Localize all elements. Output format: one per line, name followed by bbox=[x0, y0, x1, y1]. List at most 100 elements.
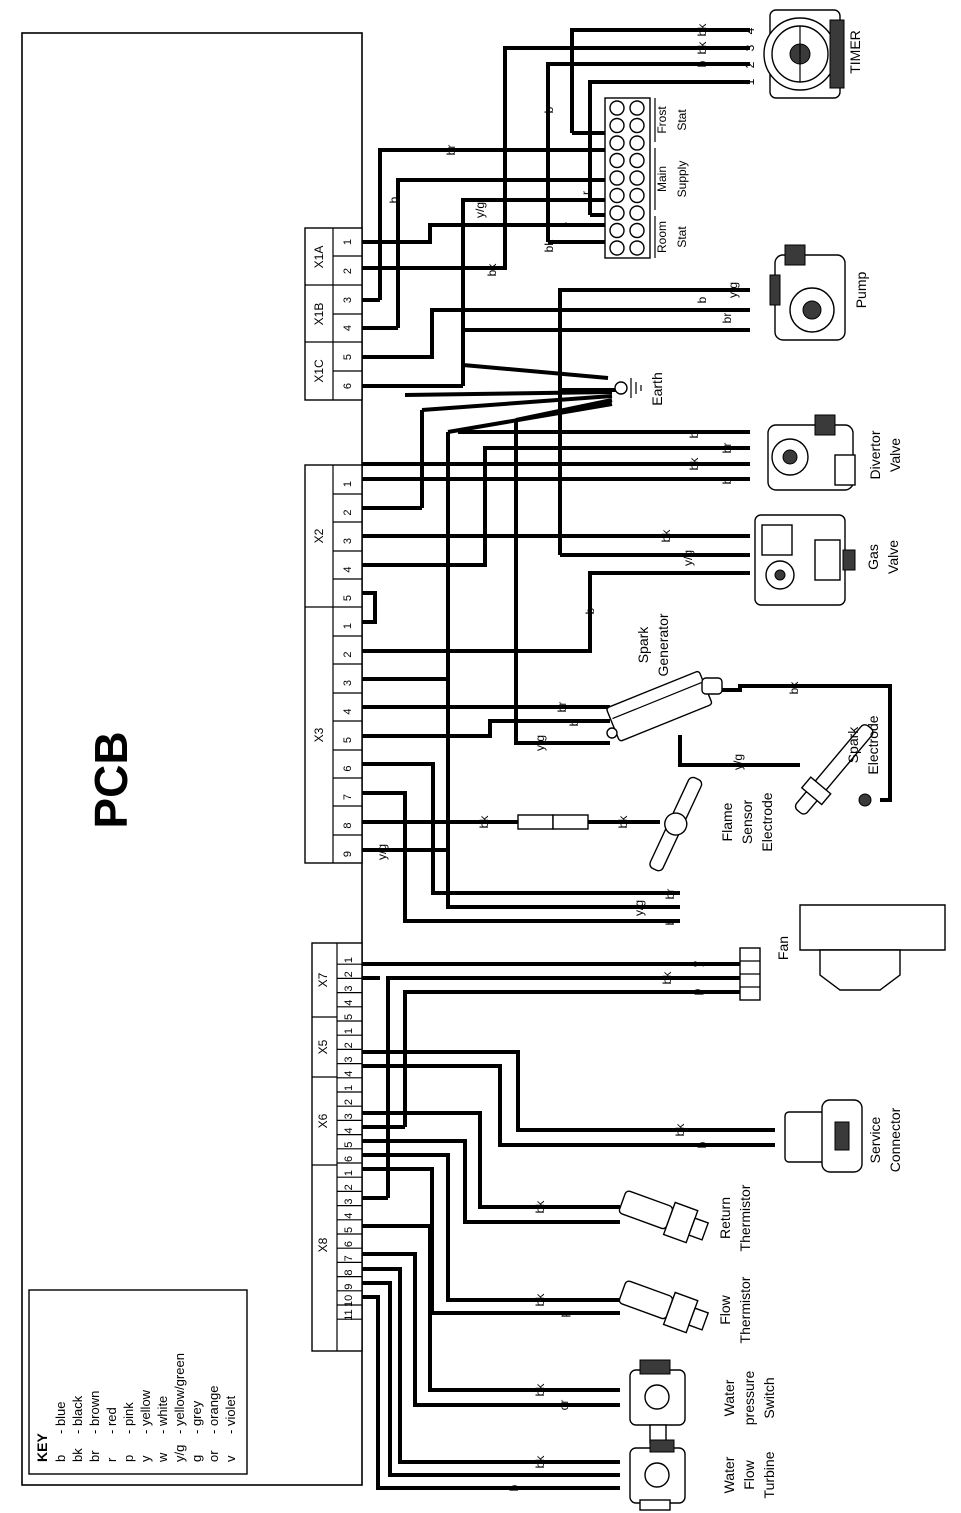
flow-thermistor-label-1: Flow bbox=[717, 1294, 733, 1324]
divertor-label-1: Divertor bbox=[867, 430, 883, 479]
key-description: - violet bbox=[223, 1395, 238, 1434]
timer-terminal-2: 2 bbox=[743, 61, 757, 68]
room-stat-label-2: Stat bbox=[675, 226, 689, 248]
key-code: y/g bbox=[172, 1445, 187, 1462]
x8-pin: 11 bbox=[343, 1309, 355, 1320]
main-supply-label-2: Supply bbox=[675, 161, 689, 198]
x7-pin: 1 bbox=[343, 957, 355, 963]
key-code: r bbox=[104, 1457, 119, 1462]
spark-generator-label-2: Generator bbox=[655, 613, 671, 676]
x1-pin-1: 1 bbox=[342, 239, 354, 245]
fan-label: Fan bbox=[775, 936, 791, 960]
spark-electrode-icon bbox=[794, 724, 874, 815]
flame-sensor-label-2: Sensor bbox=[739, 799, 755, 844]
wire-label: bk bbox=[659, 529, 673, 543]
x1-pin-6: 6 bbox=[342, 383, 354, 389]
frost-stat-label-2: Stat bbox=[675, 109, 689, 131]
gas-valve-label-2: Valve bbox=[885, 540, 901, 574]
x6-pin: 6 bbox=[343, 1156, 355, 1162]
service-connector-label-1: Service bbox=[867, 1116, 883, 1163]
wire-label: y/g bbox=[533, 735, 547, 751]
wire-label: r bbox=[695, 80, 709, 84]
wire-label: r bbox=[579, 191, 593, 195]
x3-pin: 2 bbox=[342, 651, 354, 657]
key-code: br bbox=[87, 1450, 102, 1462]
fan-icon bbox=[739, 904, 946, 1001]
x7-pin: 2 bbox=[343, 971, 355, 977]
main-supply-label-1: Main bbox=[655, 166, 669, 192]
x3-pin: 8 bbox=[342, 822, 354, 828]
gas-valve-icon bbox=[754, 514, 856, 606]
key-description: - yellow bbox=[138, 1389, 153, 1434]
wire-label: p bbox=[690, 988, 704, 995]
x3-pin: 9 bbox=[342, 851, 354, 857]
x8-pin: 10 bbox=[343, 1295, 355, 1307]
timer-terminal-3: 3 bbox=[743, 44, 757, 51]
terminal-screw bbox=[609, 135, 625, 151]
flow-thermistor-icon bbox=[618, 1280, 710, 1334]
wire-label: y bbox=[690, 961, 704, 967]
wire-label: b bbox=[720, 477, 734, 484]
x1-pin-3: 3 bbox=[342, 297, 354, 303]
wire-label: or bbox=[557, 1400, 571, 1411]
x1a-label: X1A bbox=[312, 246, 326, 269]
timer-terminal-4: 4 bbox=[743, 27, 757, 34]
x3-label: X3 bbox=[312, 727, 326, 742]
x2-pin: 2 bbox=[342, 509, 354, 515]
x8-label: X8 bbox=[316, 1237, 330, 1252]
spark-electrode-label-2: Electrode bbox=[865, 715, 881, 774]
wire-label: b bbox=[387, 196, 401, 203]
x8-pin: 7 bbox=[343, 1255, 355, 1261]
wire-label: y/g bbox=[731, 754, 745, 770]
x2-label: X2 bbox=[312, 528, 326, 543]
wire-label: bk bbox=[485, 263, 499, 277]
x3-pin: 1 bbox=[342, 623, 354, 629]
wire-label: y/g bbox=[681, 550, 695, 566]
wire-label: b bbox=[663, 918, 677, 925]
frost-stat-label-1: Frost bbox=[655, 106, 669, 134]
wire-label: p bbox=[557, 1310, 571, 1317]
terminal-screw bbox=[629, 187, 645, 204]
return-thermistor-label-1: Return bbox=[717, 1197, 733, 1239]
water-flow-turbine-label-3: Turbine bbox=[761, 1451, 777, 1498]
x3-pin: 5 bbox=[342, 737, 354, 743]
terminal-screw bbox=[629, 222, 645, 239]
spark-electrode-label-1: Spark bbox=[845, 726, 861, 764]
key-code: p bbox=[121, 1455, 136, 1462]
water-pressure-label-3: Switch bbox=[761, 1377, 777, 1418]
wire-label: bk bbox=[695, 23, 709, 37]
x7-pin: 5 bbox=[343, 1014, 355, 1020]
wires bbox=[362, 28, 892, 1490]
wire-label: y/g bbox=[726, 282, 740, 298]
gas-valve-label-1: Gas bbox=[865, 544, 881, 570]
water-pressure-switch-icon bbox=[629, 1359, 686, 1444]
x5-label: X5 bbox=[316, 1039, 330, 1054]
wire-label: br bbox=[663, 889, 677, 900]
wire-label: bk bbox=[673, 1123, 687, 1137]
terminal-screw bbox=[609, 205, 625, 221]
mains-terminal-block: Frost Stat Main Supply Room Stat bbox=[604, 97, 689, 259]
x2-pin: 5 bbox=[342, 595, 354, 601]
wire-label: bk bbox=[533, 1200, 547, 1214]
flame-sensor-icon bbox=[517, 776, 703, 872]
wire-label: b bbox=[687, 431, 701, 438]
x6-pin: 1 bbox=[343, 1085, 355, 1091]
wire-label: y/g bbox=[632, 900, 646, 916]
divertor-valve-icon bbox=[767, 414, 856, 491]
wire-label: bk bbox=[660, 971, 674, 985]
wire-label: bk bbox=[533, 1293, 547, 1307]
key-code: bk bbox=[70, 1448, 85, 1462]
water-flow-turbine-label-1: Water bbox=[721, 1456, 737, 1493]
wire-label: r bbox=[557, 1473, 571, 1477]
wire-label: bk bbox=[695, 41, 709, 55]
wire-label: br bbox=[720, 443, 734, 454]
wire-label: bk bbox=[616, 815, 630, 829]
return-thermistor-label-2: Thermistor bbox=[737, 1184, 753, 1251]
wire-label: b bbox=[567, 719, 581, 726]
x8-pin: 2 bbox=[343, 1184, 355, 1190]
x5-pin: 1 bbox=[343, 1028, 355, 1034]
